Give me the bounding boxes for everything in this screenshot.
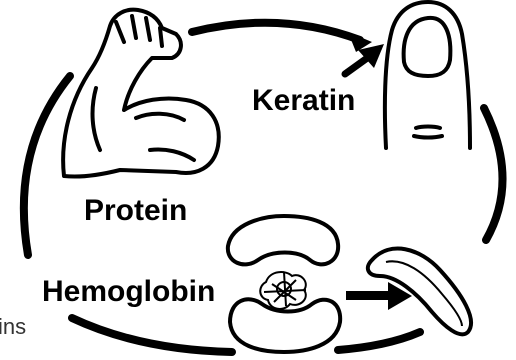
cropped-text: ins [0,316,26,338]
protein-label: Protein [84,196,187,226]
hemoglobin-label: Hemoglobin [42,277,215,307]
hemoglobin-clump-icon [260,272,306,309]
arc-right [484,108,503,240]
arc-bottom-left [72,318,232,352]
fingertip-nail-icon [385,2,470,148]
arc-top [192,23,360,40]
keratin-label: Keratin [252,86,355,116]
arrow-to-keratin [345,44,384,74]
arc-bottom-right [338,332,420,350]
